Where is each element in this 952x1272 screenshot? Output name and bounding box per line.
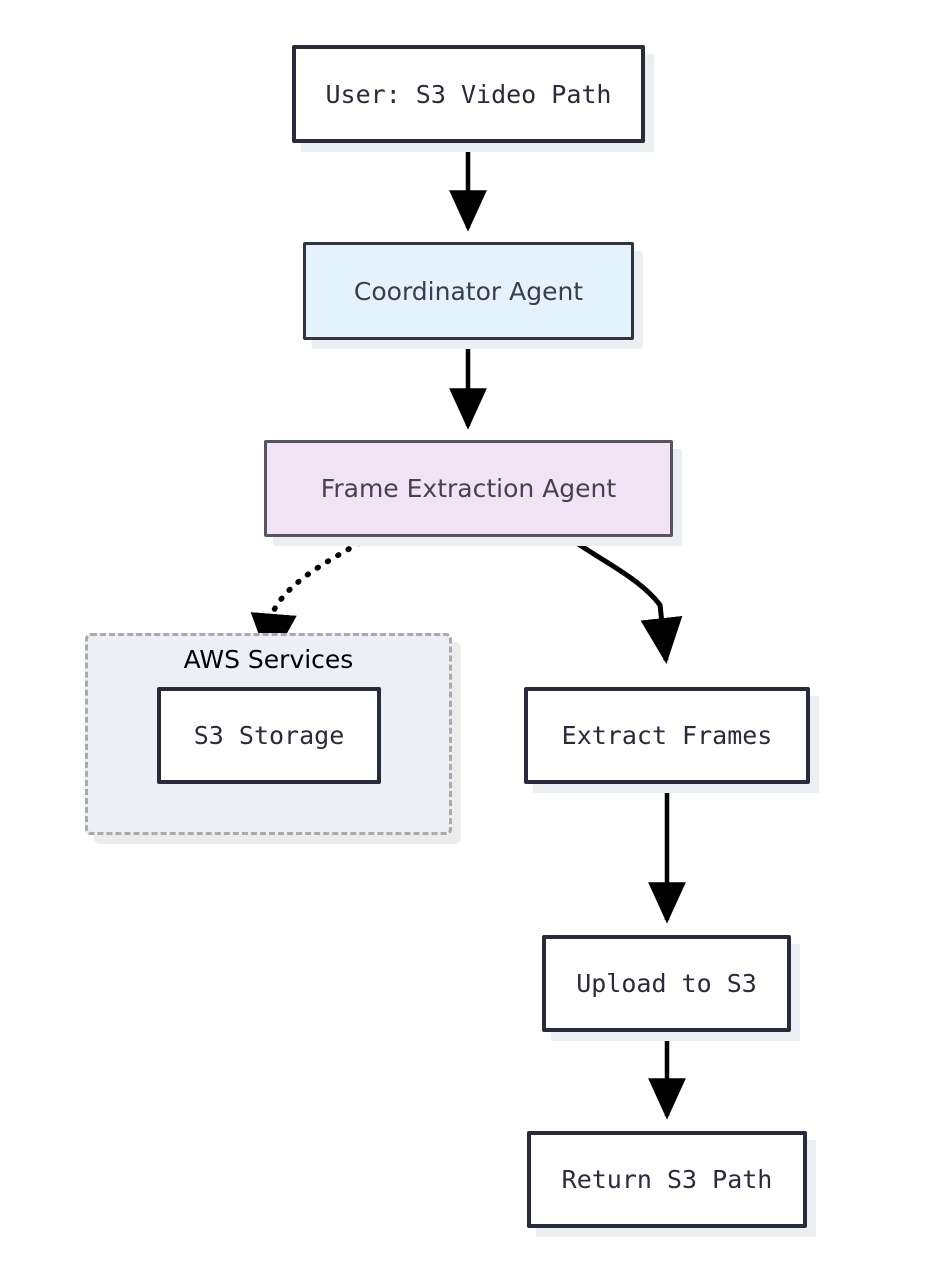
node-upload-to-s3[interactable]: Upload to S3 [542, 935, 791, 1032]
node-label-coordinator-agent: Coordinator Agent [353, 276, 584, 306]
node-label-return-s3-path: Return S3 Path [561, 1165, 773, 1194]
node-label-extract-frames: Extract Frames [561, 721, 773, 750]
node-label-user: User: S3 Video Path [325, 79, 612, 109]
node-s3-storage[interactable]: S3 Storage [157, 687, 381, 784]
node-label-s3-storage: S3 Storage [193, 721, 345, 750]
node-frame-extraction-agent[interactable]: Frame Extraction Agent [264, 440, 673, 537]
node-return-s3-path[interactable]: Return S3 Path [527, 1131, 807, 1228]
aws-services-cluster-label: AWS Services [183, 645, 354, 674]
node-user-s3-video-path[interactable]: User: S3 Video Path [292, 45, 645, 143]
node-extract-frames[interactable]: Extract Frames [524, 687, 810, 784]
node-coordinator-agent[interactable]: Coordinator Agent [303, 242, 634, 340]
node-label-upload-to-s3: Upload to S3 [576, 969, 757, 998]
edge-frame-extraction-agent-to-extract-frames [566, 534, 683, 664]
node-label-frame-extraction-agent: Frame Extraction Agent [320, 474, 617, 503]
